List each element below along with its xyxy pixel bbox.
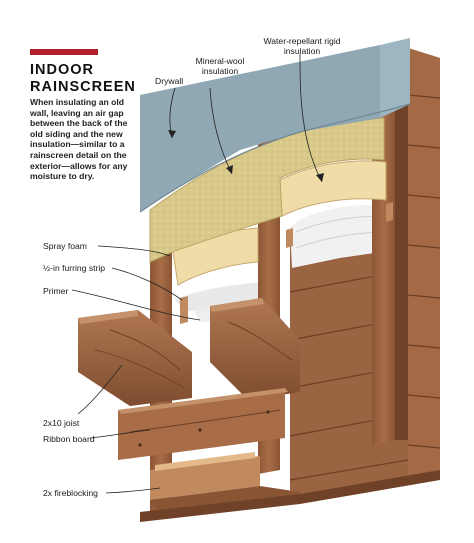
label-mineral-wool: Mineral-wool insulation	[195, 56, 245, 76]
label-spray-foam: Spray foam	[43, 241, 87, 251]
leader-spray-foam	[97, 245, 171, 257]
leader-ribbon	[89, 429, 151, 439]
title-line-2: RAINSCREEN	[30, 79, 136, 95]
title-accent-bar	[30, 49, 98, 55]
leader-fireblocking	[105, 487, 161, 494]
leader-primer	[71, 289, 201, 321]
rigid-insulation	[279, 160, 387, 217]
sill	[140, 470, 440, 522]
label-ribbon-board: Ribbon board	[43, 434, 95, 444]
drywall-panel	[139, 38, 411, 213]
label-primer: Primer	[43, 286, 69, 296]
title-line-1: INDOOR	[30, 62, 94, 78]
label-joist: 2x10 joist	[43, 418, 80, 428]
mineral-wool	[149, 117, 385, 263]
label-drywall: Drywall	[155, 76, 184, 86]
label-fireblocking: 2x fireblocking	[43, 488, 98, 498]
label-furring-strip: ½-in furring strip	[43, 263, 106, 273]
fireblocking	[150, 452, 300, 515]
leader-rigid	[299, 53, 323, 183]
leader-lines	[71, 53, 323, 494]
ribbon-board	[118, 388, 288, 460]
arrowheads	[168, 130, 324, 182]
leader-furring	[111, 267, 183, 301]
description-text: When insulating an old wall, leaving an …	[30, 97, 128, 182]
leader-joist	[77, 364, 123, 415]
label-rigid-insulation: Water-repellant rigid insulation	[263, 36, 341, 56]
floor-joists	[78, 298, 300, 406]
leader-mineral-wool	[209, 87, 233, 175]
page-title: INDOOR RAINSCREEN	[30, 62, 140, 96]
